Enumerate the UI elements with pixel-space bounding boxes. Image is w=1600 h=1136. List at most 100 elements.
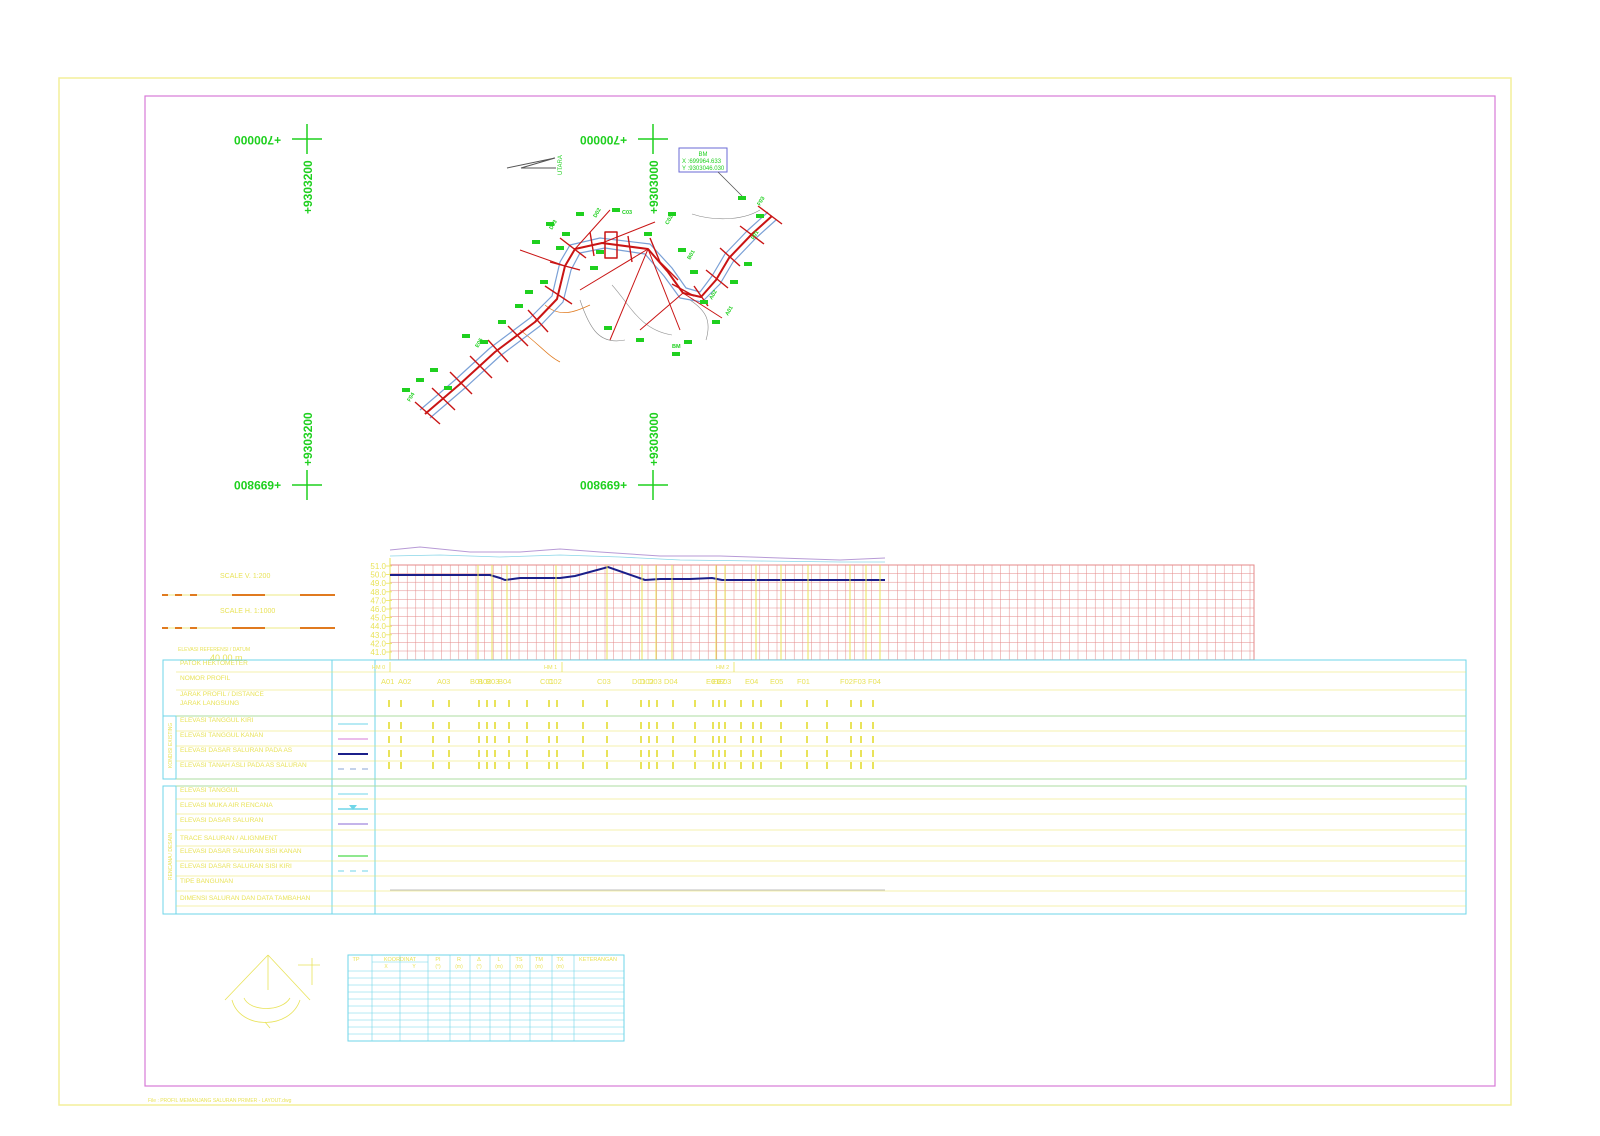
data-mark (760, 762, 762, 769)
data-mark (826, 700, 828, 707)
data-mark (448, 750, 450, 757)
north-label: UTARA (558, 155, 564, 175)
data-mark (850, 736, 852, 743)
data-mark (548, 762, 550, 769)
data-mark (556, 700, 558, 707)
profile-number: D02 (640, 677, 654, 686)
y-tick-label: 48.0 (370, 588, 386, 597)
data-mark (432, 762, 434, 769)
profile-number: D03 (648, 677, 662, 686)
data-mark (752, 750, 754, 757)
data-mark (760, 750, 762, 757)
data-mark (478, 700, 480, 707)
data-mark (724, 762, 726, 769)
data-mark (648, 750, 650, 757)
data-mark (872, 750, 874, 757)
data-mark (740, 722, 742, 729)
y-tick-label: 42.0 (370, 639, 386, 648)
data-mark (752, 762, 754, 769)
data-mark (448, 736, 450, 743)
channel-route (424, 215, 773, 415)
data-mark (486, 722, 488, 729)
data-mark (752, 722, 754, 729)
bank-line-top (389, 554, 885, 563)
data-mark (672, 700, 674, 707)
data-mark (526, 736, 528, 743)
plan-view: +700000 +9303200 +700000 +9303000 +93032… (234, 124, 783, 500)
data-mark (640, 750, 642, 757)
data-mark (712, 736, 714, 743)
curve-table-subheader: (°) (435, 964, 441, 970)
y-tick-label: 50.0 (370, 571, 386, 580)
curve-table-header: TP (352, 957, 359, 963)
data-mark (860, 722, 862, 729)
data-mark (526, 750, 528, 757)
table-legend-swatches (338, 723, 368, 872)
data-mark (448, 722, 450, 729)
data-mark (718, 722, 720, 729)
profile-number: A01 (381, 677, 394, 686)
table-row-label: JARAK PROFIL / DISTANCE (180, 691, 264, 698)
data-mark (494, 750, 496, 757)
data-mark (672, 762, 674, 769)
datum-value: 40.00 m (210, 653, 243, 663)
data-mark (556, 762, 558, 769)
data-mark (860, 736, 862, 743)
data-mark (486, 700, 488, 707)
profile-number: C01 (540, 677, 554, 686)
data-mark (694, 762, 696, 769)
data-mark (508, 762, 510, 769)
data-mark (548, 736, 550, 743)
data-mark (806, 762, 808, 769)
data-mark (724, 736, 726, 743)
footer-note: File : PROFIL MEMANJANG SALURAN PRIMER -… (148, 1098, 292, 1104)
curve-table-header: TX (556, 957, 563, 963)
data-mark (640, 736, 642, 743)
curve-table-header: L (497, 957, 500, 963)
inner-frame (144, 95, 1496, 1087)
data-mark (850, 722, 852, 729)
group-design-label: RENCANA / DESAIN (168, 833, 174, 880)
profile-number: B02 (478, 677, 491, 686)
data-mark (508, 722, 510, 729)
curve-table-subheader: (m) (495, 964, 503, 970)
coord-tr-y: +9303000 (647, 160, 661, 214)
plan-point-label: B01 (687, 249, 697, 261)
curve-table-header: KETERANGAN (579, 957, 617, 963)
data-mark (388, 762, 390, 769)
data-mark (486, 762, 488, 769)
data-mark (648, 736, 650, 743)
y-tick-label: 46.0 (370, 605, 386, 614)
coord-bl-y: +9303200 (301, 412, 315, 466)
data-mark (432, 750, 434, 757)
table-row-label: ELEVASI TANGGUL (180, 787, 240, 794)
data-mark (872, 762, 874, 769)
curve-table-header: R (457, 957, 461, 963)
data-mark (582, 750, 584, 757)
data-mark (640, 722, 642, 729)
y-tick-label: 47.0 (370, 596, 386, 605)
hm-label: HM 2 (716, 665, 729, 671)
plan-point-label: C02 (665, 214, 675, 226)
data-mark (388, 722, 390, 729)
data-mark (478, 722, 480, 729)
table-row-lines (176, 671, 1466, 907)
hm-label: HM 0 (372, 665, 385, 671)
data-mark (526, 722, 528, 729)
data-mark (556, 722, 558, 729)
plan-point-label: C03 (622, 210, 632, 216)
y-tick-label: 45.0 (370, 614, 386, 623)
data-mark (694, 736, 696, 743)
profile-graph: 51.050.049.048.047.046.045.044.043.042.0… (370, 546, 1255, 661)
data-mark (860, 750, 862, 757)
data-mark (556, 736, 558, 743)
benchmark-y: Y :9303046.030 (682, 166, 725, 172)
coord-br-x: +699800 (580, 478, 627, 492)
data-mark (640, 762, 642, 769)
coord-tl-x: +700000 (234, 133, 281, 147)
data-mark (640, 700, 642, 707)
data-mark (486, 750, 488, 757)
data-mark (388, 750, 390, 757)
